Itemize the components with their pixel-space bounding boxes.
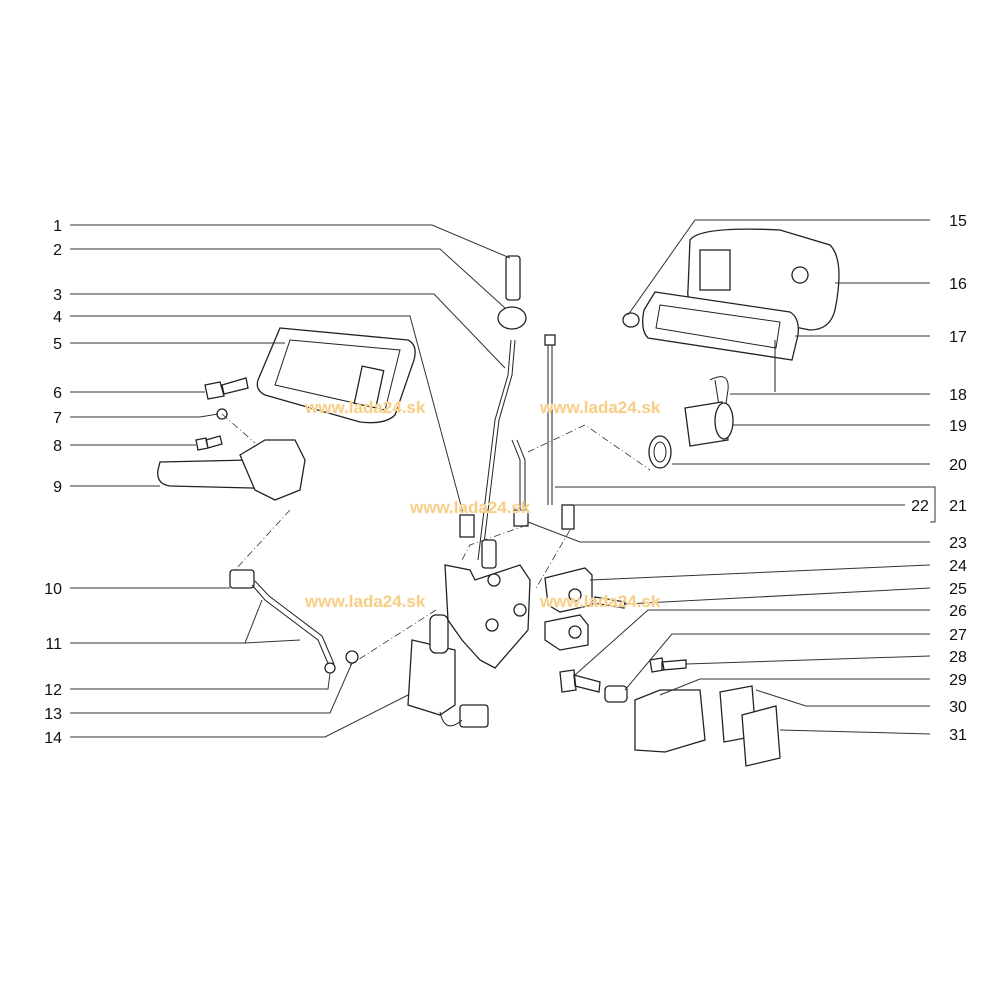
callout-label: 28 bbox=[949, 649, 967, 666]
leader-line bbox=[70, 224, 511, 259]
callout-label: 23 bbox=[949, 535, 967, 552]
callout-label: 18 bbox=[949, 387, 967, 404]
callout-label: 27 bbox=[949, 627, 967, 644]
leader-line bbox=[70, 413, 219, 418]
callout-label: 19 bbox=[949, 418, 967, 435]
part-4-clip bbox=[459, 514, 475, 538]
callout-label: 21 bbox=[949, 498, 967, 515]
callout-label: 3 bbox=[53, 287, 62, 304]
leader-line bbox=[70, 293, 506, 369]
callout-label: 14 bbox=[44, 730, 62, 747]
leader-lines bbox=[70, 219, 936, 738]
part-15-cap bbox=[622, 312, 640, 328]
leader-line bbox=[624, 633, 930, 691]
watermark: www.lada24.sk bbox=[539, 398, 661, 417]
callout-label: 15 bbox=[949, 213, 967, 230]
watermark: www.lada24.sk bbox=[539, 592, 661, 611]
leader-line bbox=[659, 678, 930, 696]
callout-label: 10 bbox=[44, 581, 62, 598]
watermark: www.lada24.sk bbox=[304, 592, 426, 611]
leader-line bbox=[574, 609, 930, 676]
leader-line bbox=[70, 672, 331, 690]
part-17-handle-frame bbox=[642, 291, 799, 361]
leader-line bbox=[70, 248, 506, 309]
callout-label: 29 bbox=[949, 672, 967, 689]
callout-label: 2 bbox=[53, 242, 62, 259]
callout-label: 31 bbox=[949, 727, 967, 744]
leader-line bbox=[70, 662, 353, 714]
leader-line bbox=[755, 689, 930, 707]
callout-label: 11 bbox=[45, 636, 62, 653]
leader-line bbox=[627, 219, 930, 316]
callout-label: 20 bbox=[949, 457, 967, 474]
leader-line bbox=[70, 694, 409, 738]
watermark: www.lada24.sk bbox=[304, 398, 426, 417]
callout-label: 8 bbox=[53, 438, 62, 455]
part-3-rod bbox=[477, 339, 516, 561]
callout-label: 6 bbox=[53, 385, 62, 402]
bracket-21-22 bbox=[930, 486, 936, 523]
watermark: www.lada24.sk bbox=[409, 498, 531, 517]
callout-label: 24 bbox=[949, 558, 967, 575]
callout-label: 1 bbox=[53, 218, 62, 235]
leader-line bbox=[70, 599, 301, 644]
leader-line bbox=[624, 587, 931, 605]
part-28-screw bbox=[649, 657, 687, 673]
leader-line bbox=[685, 655, 931, 665]
callout-label: 7 bbox=[53, 410, 62, 427]
part-31-plate bbox=[741, 705, 781, 767]
part-2-escutcheon bbox=[497, 306, 527, 330]
callout-label: 25 bbox=[949, 581, 967, 598]
leader-line bbox=[527, 521, 930, 543]
part-10-connector bbox=[229, 569, 255, 589]
callout-label: 13 bbox=[44, 706, 62, 723]
part-6-screw bbox=[204, 377, 249, 400]
part-29-bracket bbox=[634, 689, 706, 753]
part-24-lock-body bbox=[444, 564, 531, 669]
callout-label: 5 bbox=[53, 336, 62, 353]
part-20-seal bbox=[648, 435, 672, 469]
callout-label: 12 bbox=[44, 682, 62, 699]
callout-labels: 1234567891011121314151617181920212223242… bbox=[44, 213, 967, 747]
leader-line bbox=[779, 729, 931, 735]
part-27-bushing bbox=[604, 685, 628, 703]
callout-label: 22 bbox=[911, 498, 929, 515]
callout-label: 4 bbox=[53, 309, 62, 326]
part-1-lock-button bbox=[505, 255, 521, 301]
callout-label: 9 bbox=[53, 479, 62, 496]
callout-label: 17 bbox=[949, 329, 967, 346]
part-11-rod bbox=[251, 580, 335, 669]
callout-label: 26 bbox=[949, 603, 967, 620]
part-26-bolt bbox=[559, 669, 601, 693]
parts-drawing bbox=[157, 228, 840, 767]
callout-label: 30 bbox=[949, 699, 967, 716]
part-8-screw bbox=[195, 435, 223, 451]
watermarks: www.lada24.sk www.lada24.sk www.lada24.sk w… bbox=[304, 398, 661, 612]
leader-line bbox=[70, 315, 464, 514]
callout-label: 16 bbox=[949, 276, 967, 293]
leader-line bbox=[589, 564, 931, 581]
